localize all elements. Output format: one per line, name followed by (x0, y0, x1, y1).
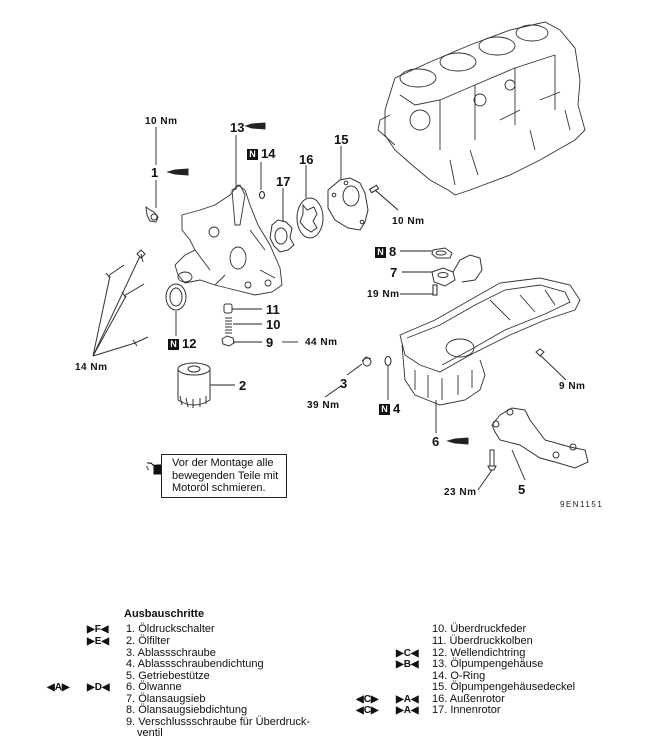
callout-17: 17 (276, 174, 291, 189)
legend-item: 16. Außenrotor (432, 693, 505, 705)
legend-item: 13. Ölpumpengehäuse (432, 658, 544, 670)
figure-code: 9EN1151 (560, 500, 604, 509)
oil-pan-drawing (399, 277, 581, 406)
bracket-bolt-drawing (487, 449, 497, 471)
legend-item: 9. Verschlussschraube für Überdruck- (126, 716, 311, 728)
pump-bolts-drawing (105, 249, 149, 347)
torque-label-pan-bolt: 9 Nm (559, 381, 586, 392)
outer-rotor-drawing (296, 197, 324, 239)
callout-1: 1 (151, 165, 159, 180)
legend-item: 12. Wellendichtring (432, 647, 526, 659)
exploded-diagram (92, 21, 589, 491)
callout-2: 2 (239, 378, 247, 393)
legend-title: Ausbauschritte (124, 608, 205, 620)
oil-pressure-switch-drawing (145, 205, 159, 223)
legend-item: 10. Überdruckfeder (432, 623, 527, 635)
legend-item: 2. Ölfilter (126, 635, 171, 647)
torque-label-drain-plug: 39 Nm (307, 400, 340, 411)
torque-label-screen: 19 Nm (367, 289, 400, 300)
legend-mark-13: ▶B◀ (396, 659, 419, 670)
callout-10: 10 (266, 317, 281, 332)
o-ring-drawing (259, 191, 265, 199)
callout-5: 5 (518, 482, 526, 497)
drain-plug-drawing (361, 356, 372, 367)
pump-cover-drawing (327, 177, 369, 231)
torque-label-switch: 10 Nm (145, 116, 178, 127)
legend-item: 15. Ölpumpengehäusedeckel (432, 681, 576, 693)
legend-item: 8. Ölansaugsiebdichtung (126, 704, 248, 716)
cover-bolt-drawing (368, 184, 399, 211)
new-part-badge: N (247, 149, 258, 160)
legend-mark-6b: ▶D◀ (87, 682, 110, 693)
new-part-badge: N (375, 247, 386, 258)
legend-item: 4. Ablassschraubendichtung (126, 658, 264, 670)
drain-gasket-drawing (384, 356, 392, 366)
inner-rotor-drawing (269, 219, 295, 253)
legend-mark-16b: ▶A◀ (396, 694, 419, 705)
callout-13: 13 (230, 120, 245, 135)
pan-bolt-drawing (535, 348, 567, 381)
legend-mark-2: ▶E◀ (87, 636, 110, 647)
callout-9: 9 (266, 335, 274, 350)
callout-7: 7 (390, 265, 398, 280)
oil-screen-drawing (431, 247, 483, 287)
new-part-badge: N (168, 339, 179, 350)
legend-item: 1. Öldruckschalter (126, 623, 215, 635)
callout-6: 6 (432, 434, 440, 449)
legend-mark-17a: ◀C▶ (356, 705, 379, 716)
legend-mark-17b: ▶A◀ (396, 705, 419, 716)
legend-mark-16a: ◀C▶ (356, 694, 379, 705)
relief-valve-drawing (221, 303, 235, 347)
shaft-seal-drawing (165, 283, 187, 311)
torque-label-relief-plug: 44 Nm (305, 337, 338, 348)
legend-mark-6a: ◀A▶ (47, 682, 70, 693)
torque-label-bracket: 23 Nm (444, 487, 477, 498)
legend-item: 3. Ablassschraube (126, 647, 216, 659)
oil-pump-housing-drawing (174, 184, 283, 296)
legend-item-continued: ventil (137, 727, 163, 739)
torque-label-cover: 10 Nm (392, 216, 425, 227)
engine-block-drawing (377, 21, 586, 196)
legend-mark-1: ▶F◀ (87, 624, 109, 635)
legend-item: 7. Ölansaugsieb (126, 693, 206, 705)
leader-lines (155, 127, 526, 491)
legend-item: 6. Ölwanne (126, 681, 182, 693)
legend-mark-12: ▶C◀ (396, 648, 419, 659)
torque-14-leaders (92, 255, 141, 357)
assembly-note-text: Vor der Montage alle bewegenden Teile mi… (172, 457, 279, 494)
oil-filter-drawing (177, 362, 211, 408)
legend-item: 14. O-Ring (432, 670, 486, 682)
callout-11: 11 (266, 302, 280, 317)
new-part-badge: N (379, 404, 390, 415)
transmission-bracket-drawing (491, 407, 589, 469)
torque-label-pump-bolts: 14 Nm (75, 362, 108, 373)
callout-16: 16 (299, 152, 314, 167)
sealant-tube-icons (166, 122, 469, 445)
legend-item: 5. Getriebestütze (126, 670, 210, 682)
legend-item: 17. Innenrotor (432, 704, 501, 716)
callout-15: 15 (334, 132, 349, 147)
callout-3: 3 (340, 376, 348, 391)
assembly-note-box: Vor der Montage alle bewegenden Teile mi… (161, 454, 287, 498)
legend-item: 11. Überdruckkolben (432, 635, 533, 647)
screen-bolt-drawing (432, 284, 438, 296)
